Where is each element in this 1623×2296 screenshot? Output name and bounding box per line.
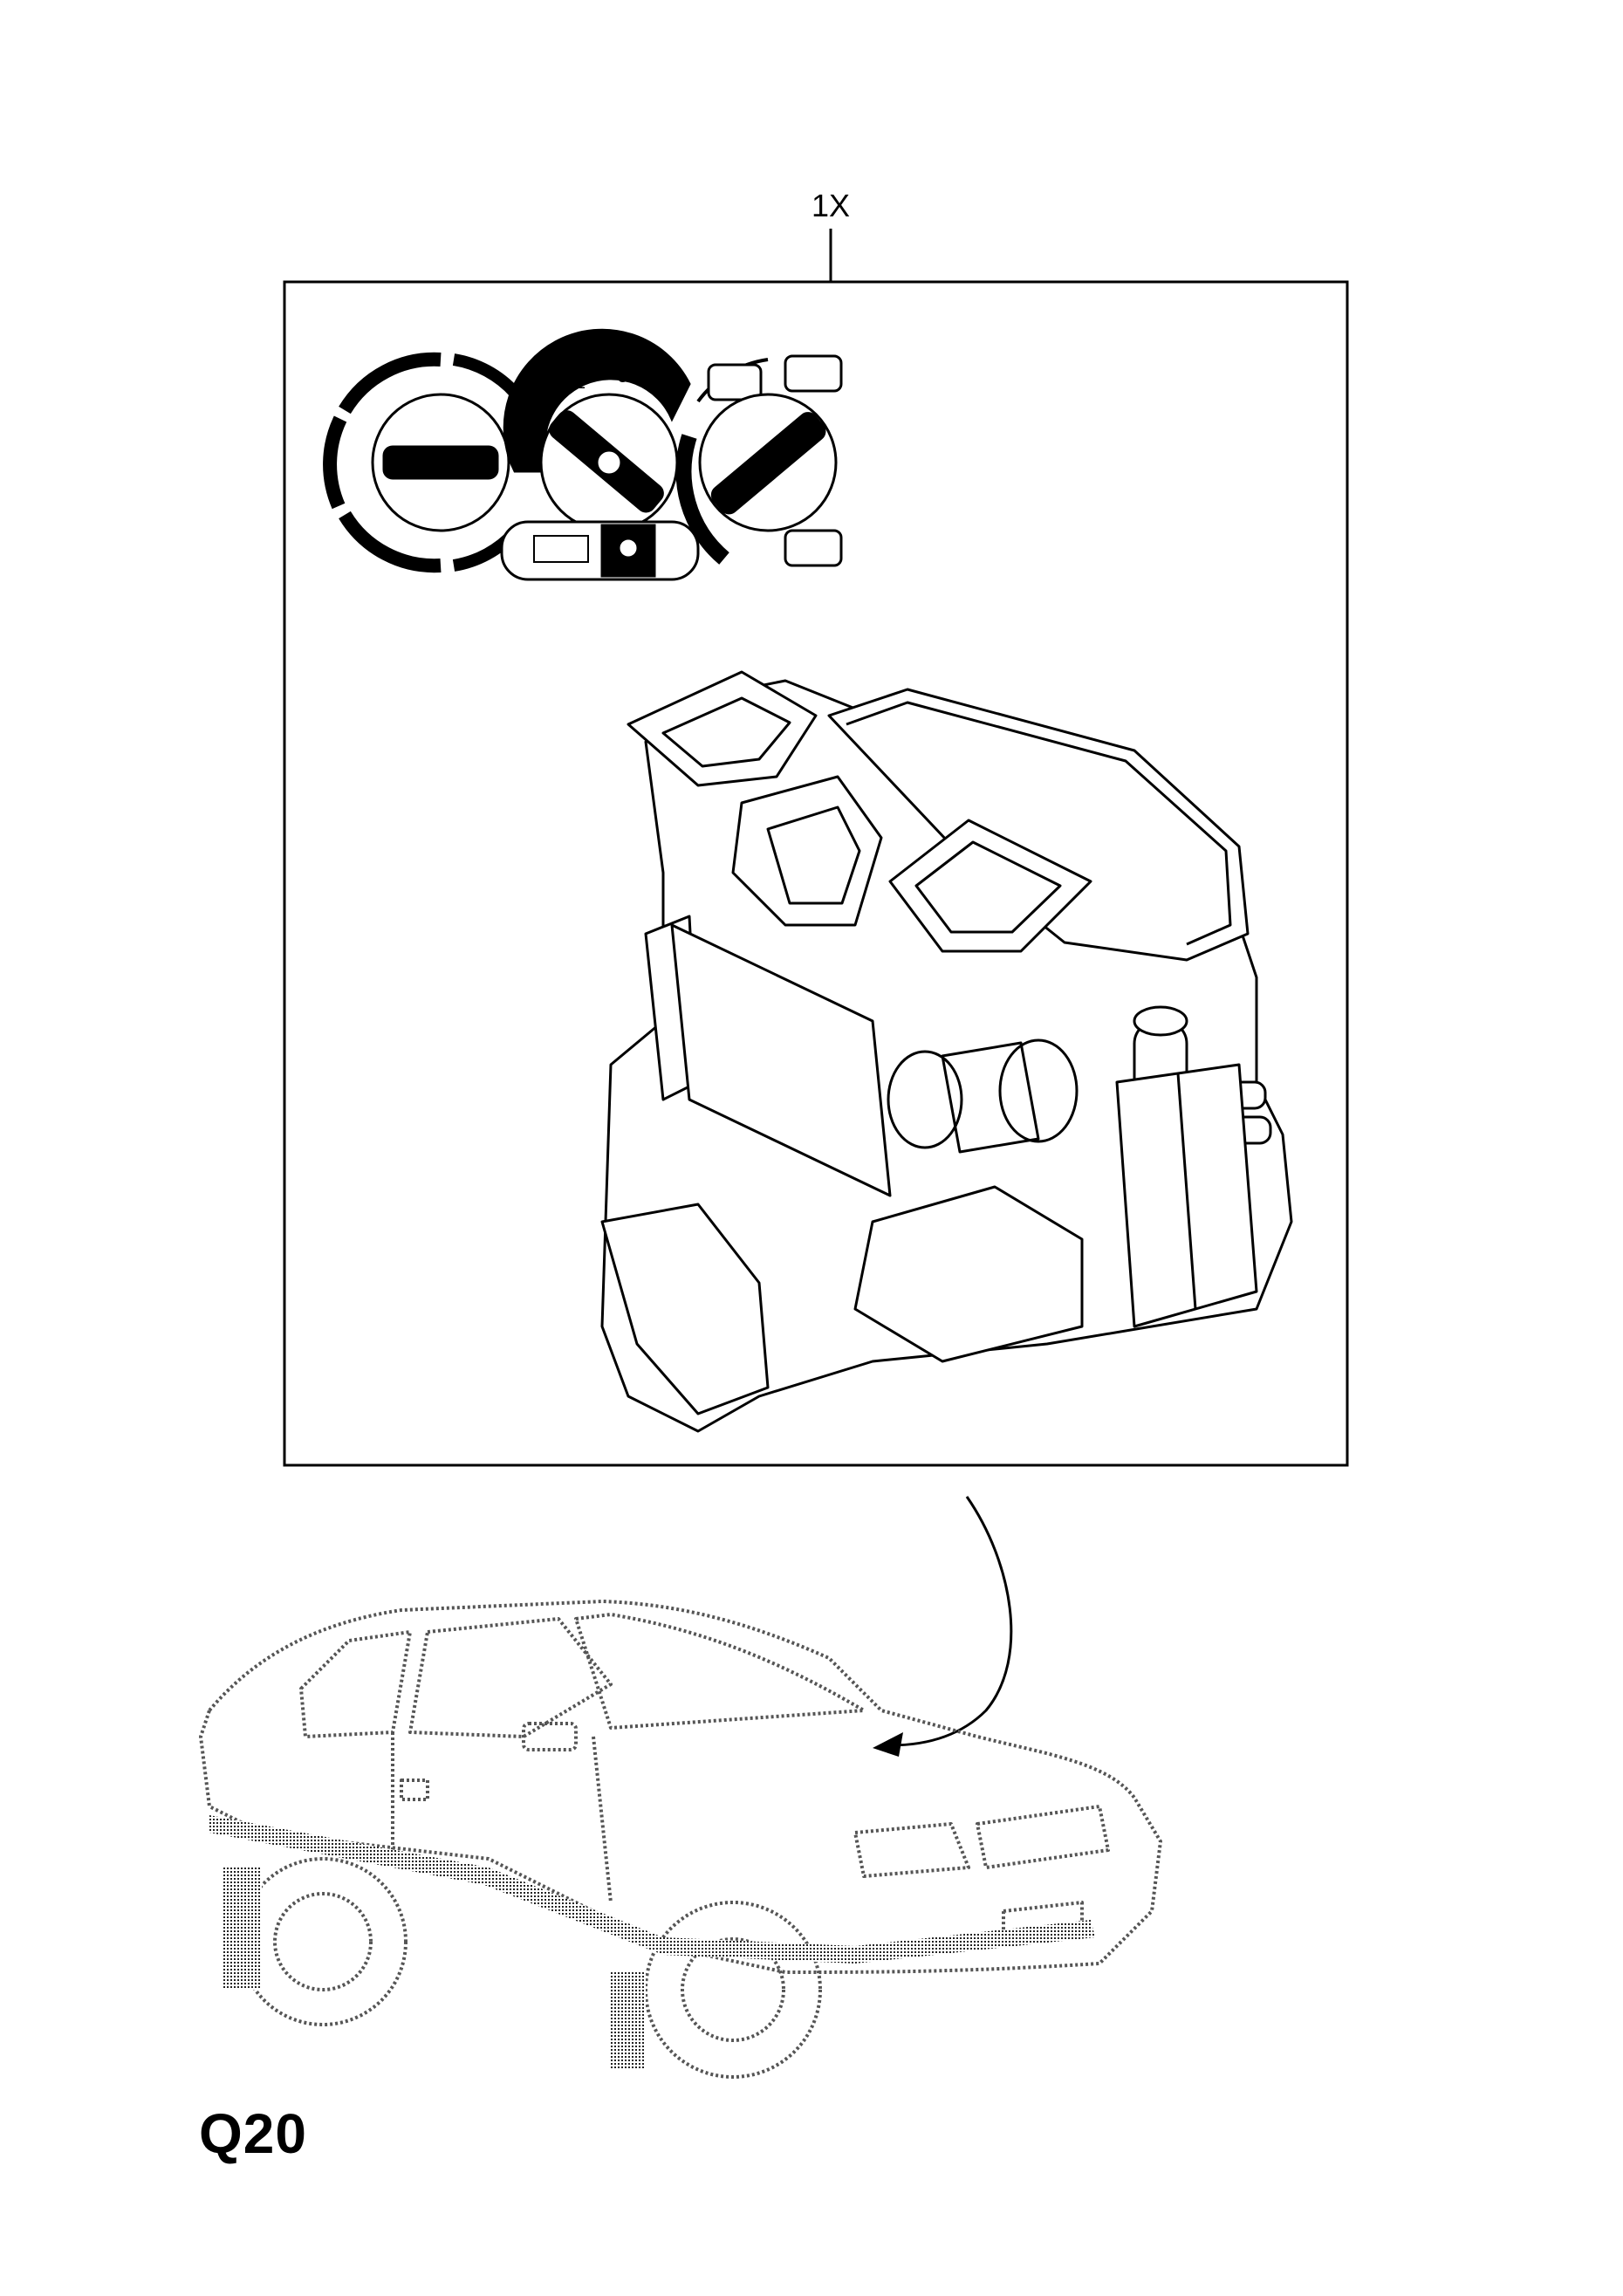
vehicle-rear-wheel — [238, 1857, 407, 2026]
flap-disc-left — [887, 1050, 963, 1149]
recirculation-switch-strip — [500, 520, 700, 581]
blower-scroll — [600, 1203, 770, 1415]
location-arrow-head — [873, 1732, 903, 1757]
vehicle-rear-window — [299, 1630, 412, 1738]
flap-disc-right — [998, 1038, 1079, 1143]
vehicle-mudflap — [223, 1868, 262, 1990]
assembly-frame — [283, 280, 1349, 1467]
lower-right-duct — [853, 1185, 1084, 1363]
fan-speed-dial — [503, 328, 691, 532]
vehicle-windscreen — [574, 1613, 866, 1730]
vehicle-side-window — [408, 1617, 613, 1738]
vehicle-headlight — [853, 1822, 970, 1878]
vehicle-trim — [209, 1815, 1095, 2068]
air-distribution-dial — [675, 354, 843, 567]
page-code: Q20 — [199, 2102, 307, 2165]
vehicle-grille — [976, 1805, 1110, 1869]
vehicle-front-mudflap — [611, 1972, 646, 2068]
fan-speed-labels: 0 1 2 3 — [524, 367, 627, 451]
vehicle-front-wheel — [644, 1901, 822, 2079]
vehicle-body-outline — [199, 1600, 1162, 1974]
fan-label-2: 2 — [576, 374, 586, 393]
location-arrow — [889, 1496, 1013, 1747]
heater-control-panel — [323, 328, 843, 581]
temperature-dial — [323, 352, 520, 573]
callout-label: 1X — [812, 188, 851, 223]
vehicle-hatchback — [199, 1600, 1162, 2079]
heater-housing-assembly — [600, 670, 1293, 1433]
fan-label-1: 1 — [543, 394, 552, 413]
vehicle-mirror — [522, 1722, 578, 1751]
heater-core-housing — [670, 923, 892, 1197]
fan-label-3: 3 — [618, 367, 627, 387]
vehicle-door-handle — [400, 1779, 429, 1801]
fan-label-0: 0 — [524, 432, 533, 451]
